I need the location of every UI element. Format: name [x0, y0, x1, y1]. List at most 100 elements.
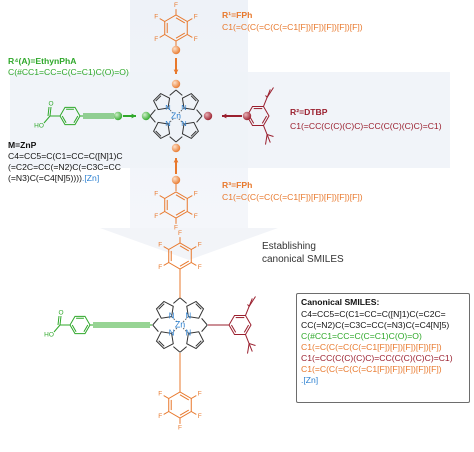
zn-n-bond	[178, 107, 185, 114]
canonical-smiles-line-4: C1(=C(C(=C(C(=C1[F])[F])[F])[F])[F])	[301, 342, 442, 352]
meso-bond	[149, 115, 156, 123]
pyrrole-ring	[152, 92, 171, 111]
zinc-atom: Zn	[175, 319, 185, 329]
r1-ball-outer	[171, 45, 181, 55]
pyrrole-double-bond	[158, 303, 165, 310]
fluorine-atom: F	[174, 224, 178, 231]
fluorine-atom: F	[198, 413, 202, 420]
methyl-bond	[266, 134, 271, 143]
zn-n-bond	[171, 327, 178, 334]
canonical-smiles-zn-tag: .[Zn]	[301, 375, 319, 385]
meso-bond	[169, 89, 177, 96]
zn-n-bond	[171, 316, 178, 323]
double-bond	[175, 209, 186, 216]
c-oh-bond	[53, 324, 61, 333]
pyrrole-ring	[152, 121, 171, 140]
c-f-bond	[159, 34, 165, 38]
nitrogen-atom: N	[181, 103, 186, 112]
fluorine-atom: F	[158, 241, 162, 248]
fluorine-atom: F	[194, 213, 198, 220]
c-f-bond	[191, 411, 197, 415]
c-o-double-bond-2	[47, 106, 50, 117]
r2-smiles: C1(=CC(C(C)(C)C)=CC(C(C)(C)C)=C1)	[290, 121, 442, 131]
c-f-bond	[163, 411, 169, 415]
pyrrole-double-bond	[195, 303, 202, 310]
nitrogen-atom: N	[181, 119, 186, 128]
pyrrole-double-bond	[155, 95, 162, 102]
meso-bond	[175, 136, 183, 143]
fluorine-atom: F	[174, 2, 178, 9]
r1-label: R¹=FPh	[222, 10, 253, 20]
bottom-r4-ethynylbenzoic-acid	[53, 315, 152, 335]
r4-smiles: C(#CC1=CC=C(C=C1)C(O)=O)	[8, 67, 129, 77]
canonical-smiles-line-3: C(#CC1=CC=C(C=C1)C(O)=O)	[301, 331, 422, 341]
c-f-bond	[191, 262, 197, 266]
r4-label: R⁴(A)=EthynPhA	[8, 56, 77, 66]
methyl-bond	[248, 343, 256, 347]
c-f-bond	[187, 195, 193, 199]
hydroxyl-group: HO	[44, 332, 54, 339]
c-f-bond	[159, 195, 165, 199]
background-highlight	[10, 0, 450, 260]
double-bond	[179, 260, 190, 267]
double-bond	[73, 115, 79, 124]
c-f-bond	[187, 34, 193, 38]
pyrrole-double-bond	[190, 95, 197, 102]
methyl-bond	[266, 89, 271, 98]
c-f-bond	[191, 246, 197, 250]
nitrogen-atom: N	[165, 119, 170, 128]
double-bond	[175, 32, 186, 39]
bottom-r3-ring	[168, 391, 192, 419]
methyl-bond	[266, 134, 274, 138]
zn-n-bond	[178, 118, 185, 125]
zn-n-bond	[182, 327, 189, 334]
r3-label: R³=FPh	[222, 180, 253, 190]
meso-bond	[149, 109, 156, 117]
double-bond	[179, 245, 190, 252]
fluorine-atom: F	[158, 390, 162, 397]
pyrrole-double-bond	[190, 130, 197, 137]
fluorine-atom: F	[194, 13, 198, 20]
establishing-caption: Establishing canonical SMILES	[262, 240, 344, 266]
meso-bond	[196, 109, 203, 117]
meso-bond	[179, 297, 187, 304]
m-label: M=ZnP	[8, 140, 37, 150]
c-o-double-bond	[59, 315, 62, 326]
establishing-caption-line-1: Establishing	[262, 241, 316, 252]
bottom-r2-ring	[228, 314, 252, 336]
zn-n-bond	[167, 118, 174, 125]
zn-n-bond	[167, 107, 174, 114]
r2-ball-inner	[203, 111, 213, 121]
zn-n-bond	[182, 316, 189, 323]
r4-ball-outer	[113, 111, 123, 121]
c-oh-bond	[43, 115, 51, 124]
fluorine-atom: F	[158, 264, 162, 271]
pyrrole-ring	[155, 331, 174, 350]
double-bond	[243, 324, 250, 333]
r1-ball-inner	[171, 79, 181, 89]
top-r4-ethynylbenzoic-acid	[43, 106, 116, 126]
c-o-double-bond	[49, 106, 52, 117]
canonical-smiles-line-1: C4=CC5=C(C1=CC=C([N]1)C(=C2C=	[301, 309, 446, 319]
nitrogen-atom: N	[169, 312, 175, 321]
zinc-atom: Zn	[171, 110, 181, 120]
c-f-bond	[159, 211, 165, 215]
double-bond	[175, 194, 186, 201]
attachment-markers	[113, 41, 252, 191]
establishing-caption-line-2: canonical SMILES	[262, 254, 344, 265]
bottom-porphyrin-core	[152, 297, 208, 353]
r2-label: R²=DTBP	[290, 107, 328, 117]
nitrogen-atom: N	[186, 312, 192, 321]
r4-arrow-head	[131, 113, 136, 119]
double-bond	[261, 115, 268, 124]
double-bond	[71, 324, 77, 333]
pyrrole-ring	[181, 92, 200, 111]
pyrrole-ring	[181, 121, 200, 140]
tert-butyl-upper-bond	[263, 97, 268, 107]
canonical-smiles-line-5: C1(=CC(C(C)(C)C)=CC(C(C)(C)C)=C1)	[301, 353, 453, 363]
r4-ball-inner	[141, 111, 151, 121]
meso-bond	[152, 318, 159, 326]
nitrogen-atom: N	[165, 103, 170, 112]
